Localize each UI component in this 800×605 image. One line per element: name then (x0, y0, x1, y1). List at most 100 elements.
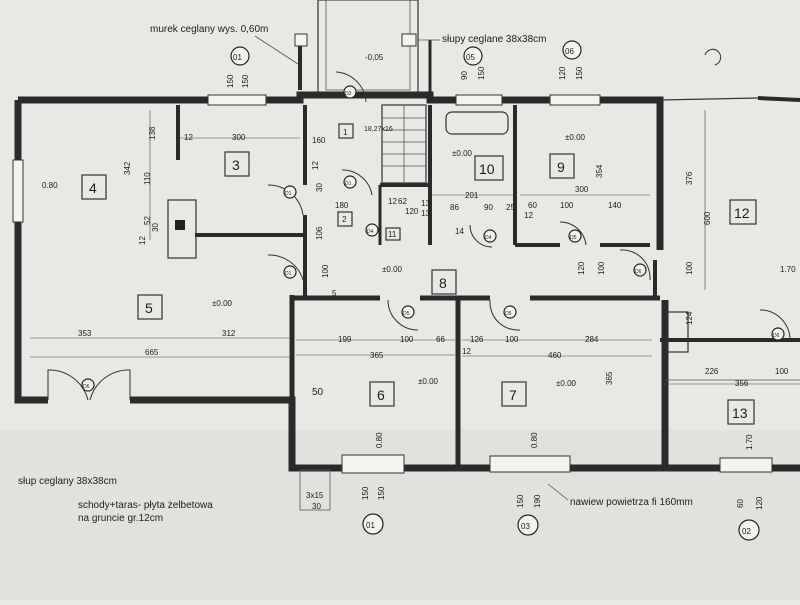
entrance-porch (294, 0, 432, 96)
room-8-label: 8 (439, 275, 447, 291)
door-tag-d5-b: D5 (505, 311, 512, 317)
dim-365-b: 365 (605, 371, 614, 385)
level-room-5: ±0.00 (212, 299, 233, 308)
annotations: murek ceglany wys. 0,60m słupy ceglane 3… (18, 24, 693, 524)
room-11-label: 11 (388, 230, 397, 239)
dim-150-c: 150 (516, 494, 525, 508)
note-slupy: słupy ceglane 38x38cm (442, 34, 547, 45)
dim-356: 356 (735, 379, 749, 388)
door-tag-d1-b: D1 (285, 271, 292, 277)
dim-150-e: 150 (241, 74, 250, 88)
axis-05: 05 (466, 53, 475, 62)
dim-460: 460 (548, 351, 562, 360)
door-tag-d1-c: D1 (345, 181, 352, 187)
dim-080-a: 0.80 (375, 432, 384, 448)
room-box-9 (549, 153, 575, 179)
dim-665: 665 (145, 348, 159, 357)
axis-01-top: 01 (233, 53, 242, 62)
dim-080-west: 0.80 (42, 181, 58, 190)
dim-120: 120 (405, 207, 419, 216)
door-tag-circle (483, 229, 497, 243)
floor-levels: ±0.00 ±0.00 ±0.00 ±0.00 ±0.00 ±0.00 -0,0… (212, 53, 586, 388)
room-12-label: 12 (734, 205, 750, 221)
door-tag-d3-a: D3 (345, 91, 352, 97)
note-nawiew: nawiew powietrza fi 160mm (570, 497, 693, 508)
dim-353: 353 (78, 329, 92, 338)
room-box-7 (501, 381, 527, 407)
room-box-6 (369, 381, 395, 407)
door-tags: D1 D1 D1 D3 D4 D4 D5 D5 D5 D6 D6 D6 (81, 85, 785, 392)
door-tag-circle (81, 378, 95, 392)
room-3-label: 3 (232, 157, 240, 173)
dim-354: 354 (595, 164, 604, 178)
level-room-7: ±0.00 (556, 379, 577, 388)
dim-100-d: 100 (597, 261, 606, 275)
dim-150-f: 150 (477, 66, 486, 80)
vent-duct (667, 311, 689, 353)
dim-12-c: 12 (311, 161, 320, 170)
dim-52: 52 (143, 216, 152, 225)
dim-100-g: 100 (775, 367, 789, 376)
dim-120-b: 120 (577, 261, 586, 275)
room-box-12 (729, 199, 757, 225)
dim-90: 90 (484, 203, 493, 212)
room-box-10 (474, 155, 504, 181)
dim-180: 180 (335, 201, 349, 210)
dim-126: 126 (470, 335, 484, 344)
level-room-9: ±0.00 (565, 133, 586, 142)
door-tag-d4-a: D4 (367, 229, 374, 235)
dim-312: 312 (222, 329, 236, 338)
door-tag-circle (568, 229, 582, 243)
dim-90-b: 90 (460, 71, 469, 80)
arc-mark (704, 48, 722, 66)
room-9-label: 9 (557, 159, 565, 175)
level-entry: -0,05 (365, 53, 384, 62)
dim-100-a: 100 (321, 264, 330, 278)
dim-160: 160 (312, 136, 326, 145)
bathtub (445, 111, 509, 135)
room-box-5 (137, 294, 163, 320)
outer-walls (14, 91, 800, 472)
dim-080-b: 0.80 (530, 432, 539, 448)
dim-138: 138 (148, 126, 157, 140)
dim-300-b: 300 (575, 185, 589, 194)
dim-140: 140 (608, 201, 622, 210)
axis-06: 06 (565, 47, 574, 56)
axis-03: 03 (521, 522, 530, 531)
dim-201: 201 (465, 191, 479, 200)
dim-170-a: 1.70 (780, 265, 796, 274)
dim-199: 199 (338, 335, 352, 344)
room-box-3 (224, 151, 250, 177)
dim-190: 190 (533, 494, 542, 508)
dim-120-d: 120 (558, 66, 567, 80)
door-tag-circle (365, 223, 379, 237)
dim-150-d: 150 (226, 74, 235, 88)
room-2-label: 2 (342, 215, 347, 224)
dim-50: 50 (312, 387, 324, 398)
note-murek-leader (254, 35, 299, 65)
note-step: 3x15 (306, 491, 324, 500)
dimension-lines (30, 110, 800, 385)
dim-284: 284 (585, 335, 599, 344)
door-tag-d5-a: D5 (403, 311, 410, 317)
windows (12, 94, 773, 474)
level-room-8: ±0.00 (382, 265, 403, 274)
dim-150-g: 150 (575, 66, 584, 80)
axis-02: 02 (742, 527, 751, 536)
note-step-b: 30 (312, 502, 321, 511)
dim-62: 62 (398, 197, 407, 206)
dim-100-b: 100 (560, 201, 574, 210)
dim-100-c: 100 (685, 261, 694, 275)
room-box-2 (337, 211, 353, 227)
door-tag-circle (343, 175, 357, 189)
dim-106: 106 (315, 226, 324, 240)
room-5-label: 5 (145, 300, 153, 316)
dim-12-a: 12 (184, 133, 193, 142)
door-tag-circle (771, 327, 785, 341)
room-10-label: 10 (479, 161, 495, 177)
room-6-label: 6 (377, 387, 385, 403)
room-1-label: 1 (343, 128, 348, 137)
room-labels: 1 2 3 4 5 6 7 8 9 10 11 12 13 (81, 123, 757, 425)
dim-14: 14 (455, 227, 464, 236)
